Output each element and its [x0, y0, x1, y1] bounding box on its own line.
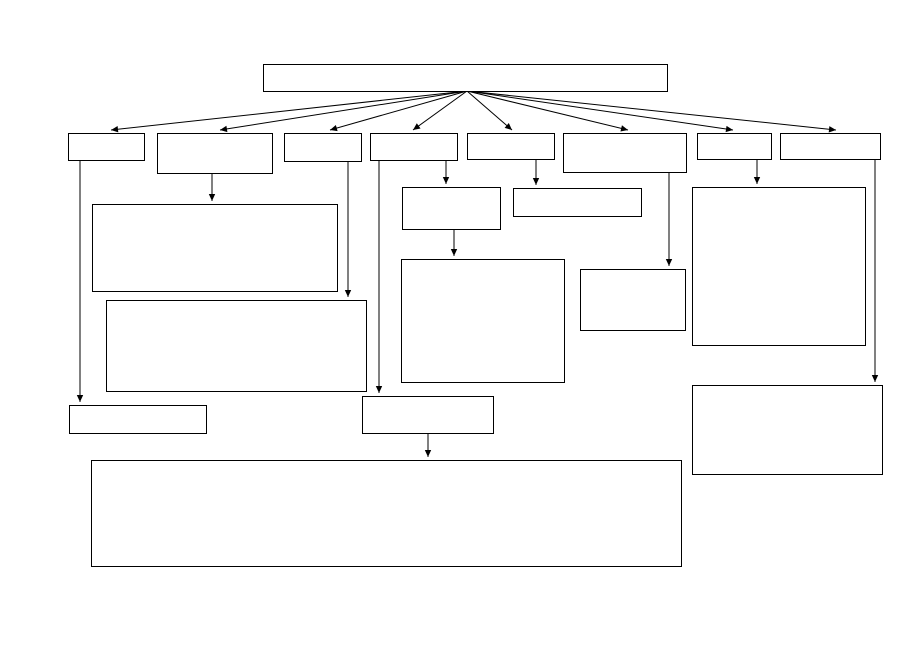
nodes-layer — [68, 64, 883, 567]
arrow-head-icon — [413, 123, 421, 130]
edge-level1-f-to-f-child — [665, 172, 673, 266]
node-b-child — [92, 204, 338, 292]
node-level1-g — [697, 133, 772, 160]
node-root — [263, 64, 668, 92]
edge-line — [412, 90, 468, 131]
node-level1-d — [370, 133, 458, 161]
node-box — [284, 133, 362, 162]
arrow-head-icon — [220, 125, 228, 133]
node-box — [92, 204, 338, 292]
edge-line — [466, 90, 629, 131]
node-d-sub3 — [91, 460, 682, 567]
arrow-head-icon — [450, 249, 458, 256]
arrow-head-icon — [620, 125, 628, 132]
edge-line — [466, 90, 734, 131]
node-c-child — [106, 300, 367, 392]
node-level1-a — [68, 133, 145, 161]
node-box — [263, 64, 668, 92]
arrow-head-icon — [76, 395, 84, 402]
node-box — [467, 133, 555, 160]
edge-line — [466, 90, 837, 131]
node-box — [402, 187, 501, 230]
node-a-child — [69, 405, 207, 434]
node-box — [692, 385, 883, 475]
node-box — [580, 269, 686, 331]
node-box — [362, 396, 494, 434]
edge-line — [329, 90, 468, 131]
arrow-head-icon — [532, 178, 540, 185]
node-d-child-sub — [401, 259, 565, 383]
node-d-child — [402, 187, 501, 230]
arrow-head-icon — [208, 194, 216, 201]
edge-level1-g-to-g-child — [753, 159, 761, 184]
edge-root-to-level1-a — [110, 90, 468, 133]
edge-d-sub2-to-d-sub3 — [424, 433, 432, 457]
node-box — [697, 133, 772, 160]
edge-level1-d-to-d-sub2 — [375, 160, 383, 393]
edge-root-to-level1-c — [329, 90, 468, 132]
node-level1-c — [284, 133, 362, 162]
arrow-head-icon — [344, 290, 352, 297]
arrow-head-icon — [375, 386, 383, 393]
arrow-head-icon — [442, 177, 450, 184]
node-d-sub2 — [362, 396, 494, 434]
node-box — [692, 187, 866, 346]
edge-d-child-to-d-child-sub — [450, 229, 458, 256]
edge-level1-c-to-c-child — [344, 161, 352, 297]
arrow-head-icon — [504, 122, 512, 130]
edge-level1-d-to-d-child — [442, 160, 450, 184]
edge-line — [466, 90, 513, 131]
arrow-head-icon — [828, 126, 836, 133]
node-box — [563, 133, 687, 173]
edge-level1-a-to-a-child — [76, 160, 84, 402]
edge-root-to-level1-d — [412, 90, 468, 131]
node-e-child — [513, 188, 642, 217]
edge-level1-h-to-h-child — [871, 159, 879, 382]
edge-root-to-level1-h — [466, 90, 837, 133]
arrow-head-icon — [665, 259, 673, 266]
node-f-child — [580, 269, 686, 331]
edge-root-to-level1-g — [466, 90, 734, 133]
node-level1-f — [563, 133, 687, 173]
edge-root-to-level1-f — [466, 90, 629, 132]
node-box — [69, 405, 207, 434]
node-box — [370, 133, 458, 161]
node-box — [513, 188, 642, 217]
node-level1-h — [780, 133, 881, 160]
node-box — [91, 460, 682, 567]
edge-root-to-level1-b — [219, 90, 468, 133]
arrow-head-icon — [424, 450, 432, 457]
node-box — [106, 300, 367, 392]
arrow-head-icon — [725, 125, 733, 133]
edge-line — [110, 90, 468, 131]
arrow-head-icon — [330, 125, 338, 132]
node-box — [780, 133, 881, 160]
arrow-head-icon — [111, 126, 119, 133]
node-box — [157, 133, 273, 174]
edge-root-to-level1-e — [466, 90, 513, 131]
arrow-head-icon — [753, 177, 761, 184]
node-g-child — [692, 187, 866, 346]
node-level1-b — [157, 133, 273, 174]
edge-level1-b-to-b-child — [208, 173, 216, 201]
edges-layer — [76, 90, 879, 457]
node-h-child — [692, 385, 883, 475]
edge-level1-e-to-e-child — [532, 159, 540, 185]
node-box — [68, 133, 145, 161]
node-box — [401, 259, 565, 383]
edge-line — [219, 90, 468, 131]
arrow-head-icon — [871, 375, 879, 382]
node-level1-e — [467, 133, 555, 160]
